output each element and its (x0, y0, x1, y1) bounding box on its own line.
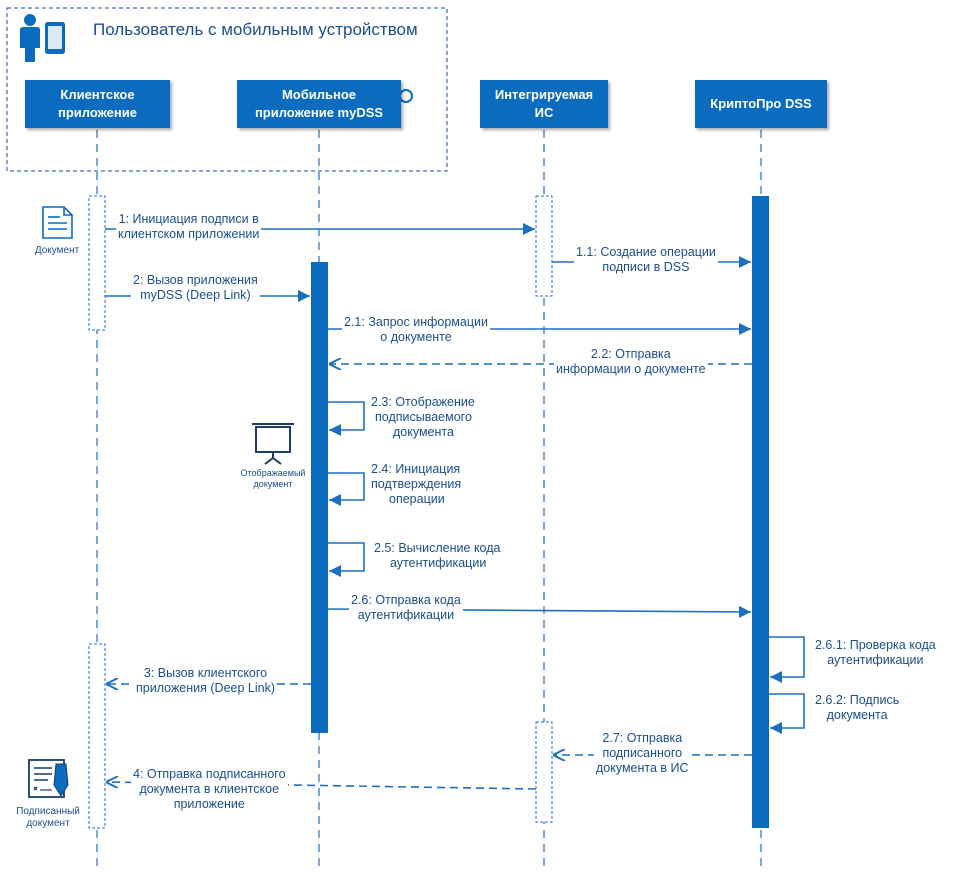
lifeline-header-mobile-app: Мобильное приложение myDSS (237, 80, 401, 128)
activation-dss (752, 196, 769, 828)
document-caption: Документ (34, 245, 80, 256)
signed-document-icon (28, 759, 69, 798)
displayed-document-caption: Отображаемый документ (240, 468, 306, 489)
activation-client-2 (88, 643, 106, 829)
activation-is-1 (535, 195, 553, 297)
activation-mobile (311, 262, 328, 733)
activation-client-1 (88, 195, 106, 331)
message-arrow-m25 (328, 542, 365, 577)
message-arrow-m24 (328, 472, 365, 506)
activation-is-2 (535, 721, 553, 823)
document-icon (42, 206, 73, 239)
message-arrow-m23 (328, 401, 365, 436)
message-arrow-m262 (769, 693, 805, 734)
signed-document-caption: Подписанный документ (16, 806, 80, 829)
participant-group-frame (6, 7, 448, 172)
mobile-device-icon (45, 22, 65, 54)
lifeline-header-client-app: Клиентское приложение (25, 80, 170, 128)
presentation-board-icon (252, 423, 294, 465)
message-arrow-m261 (769, 636, 805, 683)
user-icon (20, 14, 40, 62)
lifeline-header-integrated-is: Интегрируемая ИС (480, 80, 608, 128)
participant-group-title: Пользователь с мобильным устройством (93, 20, 418, 39)
lifeline-header-cryptopro-dss: КриптоПро DSS (695, 80, 827, 128)
